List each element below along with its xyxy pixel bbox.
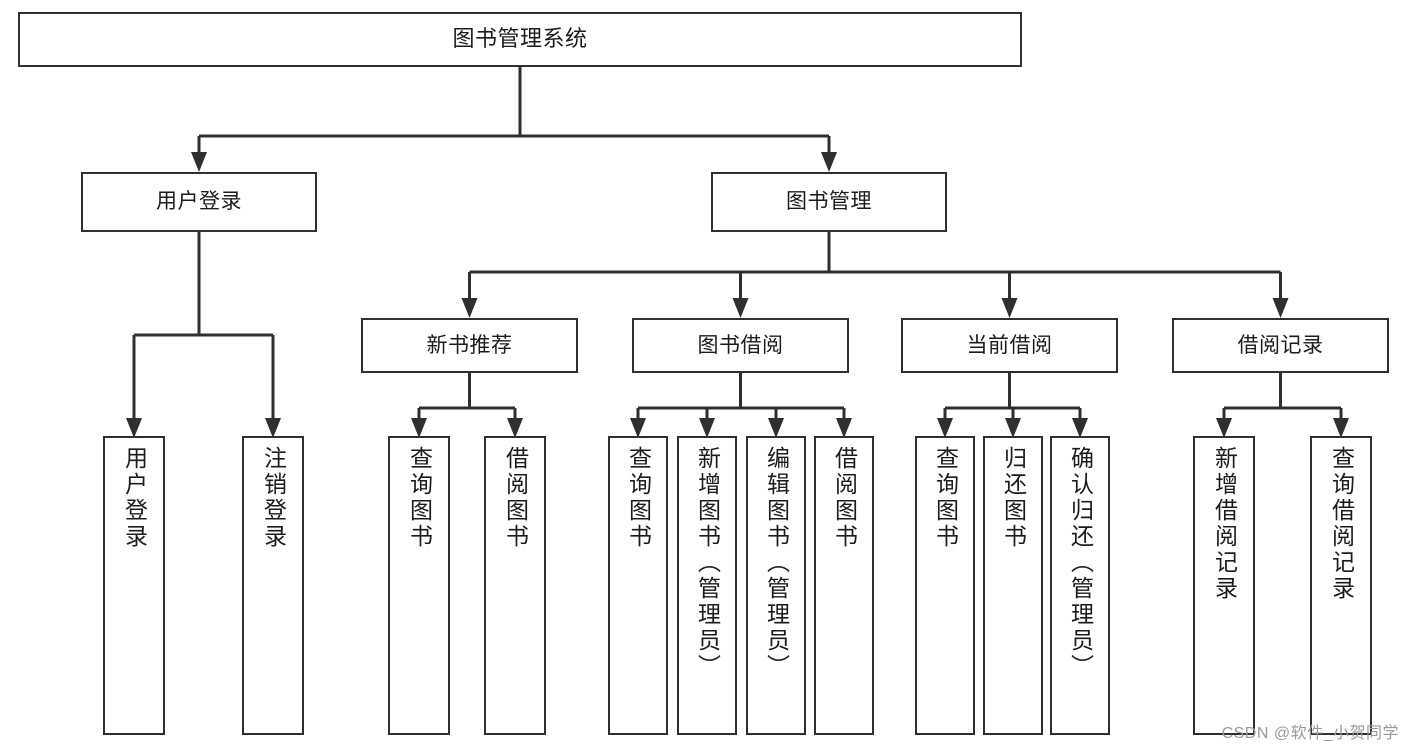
node-leaf-add-borrow-record[interactable]: 新增借阅记录 <box>1193 436 1255 735</box>
node-label: 查询图书 <box>406 446 433 550</box>
node-label: 借阅图书 <box>831 446 858 550</box>
arrowhead-icon <box>507 418 523 438</box>
node-label: 查询图书 <box>932 446 959 550</box>
node-leaf-query-book[interactable]: 查询图书 <box>608 436 668 735</box>
node-book-borrow[interactable]: 图书借阅 <box>632 318 849 373</box>
node-label: 归还图书 <box>1000 446 1027 550</box>
node-label: 图书借阅 <box>697 333 784 357</box>
arrowhead-icon <box>768 418 784 438</box>
node-leaf-confirm-return-admin[interactable]: 确认归还（管理员） <box>1050 436 1110 735</box>
node-label: 新增图书（管理员） <box>694 446 721 680</box>
node-label: 图书管理 <box>786 190 872 214</box>
node-book-manage[interactable]: 图书管理 <box>711 172 947 232</box>
arrowhead-icon <box>1216 418 1232 438</box>
node-leaf-borrow-book-recommend[interactable]: 借阅图书 <box>484 436 546 735</box>
node-leaf-borrow-book[interactable]: 借阅图书 <box>814 436 874 735</box>
arrowhead-icon <box>1001 298 1018 318</box>
node-leaf-query-book-current[interactable]: 查询图书 <box>915 436 975 735</box>
node-label: 编辑图书（管理员） <box>763 446 790 680</box>
node-new-book-recommend[interactable]: 新书推荐 <box>361 318 578 373</box>
node-leaf-user-logout[interactable]: 注销登录 <box>242 436 304 735</box>
node-label: 新书推荐 <box>426 333 513 357</box>
arrowhead-icon <box>461 298 478 318</box>
node-label: 当前借阅 <box>966 333 1053 357</box>
arrowhead-icon <box>836 418 852 438</box>
node-leaf-query-borrow-record[interactable]: 查询借阅记录 <box>1310 436 1372 735</box>
arrowhead-icon <box>265 418 281 438</box>
node-label: 图书管理系统 <box>452 26 588 52</box>
node-leaf-add-book-admin[interactable]: 新增图书（管理员） <box>677 436 737 735</box>
node-label: 查询图书 <box>625 446 652 550</box>
node-root-图书管理系统[interactable]: 图书管理系统 <box>18 12 1022 67</box>
node-leaf-return-book[interactable]: 归还图书 <box>983 436 1043 735</box>
node-label: 新增借阅记录 <box>1211 446 1238 602</box>
arrowhead-icon <box>1333 418 1349 438</box>
node-label: 确认归还（管理员） <box>1067 446 1094 680</box>
arrowhead-icon <box>937 418 953 438</box>
node-leaf-user-login[interactable]: 用户登录 <box>103 436 165 735</box>
node-current-borrow[interactable]: 当前借阅 <box>901 318 1118 373</box>
node-borrow-record[interactable]: 借阅记录 <box>1172 318 1389 373</box>
arrowhead-icon <box>699 418 715 438</box>
node-label: 查询借阅记录 <box>1328 446 1355 602</box>
node-leaf-edit-book-admin[interactable]: 编辑图书（管理员） <box>746 436 806 735</box>
arrowhead-icon <box>821 152 837 172</box>
arrowhead-icon <box>126 418 142 438</box>
node-leaf-query-book-recommend[interactable]: 查询图书 <box>388 436 450 735</box>
node-label: 注销登录 <box>260 446 287 550</box>
arrowhead-icon <box>191 152 207 172</box>
node-label: 用户登录 <box>156 190 242 214</box>
arrowhead-icon <box>1272 298 1289 318</box>
arrowhead-icon <box>1005 418 1021 438</box>
node-label: 借阅记录 <box>1237 333 1324 357</box>
node-user-login[interactable]: 用户登录 <box>81 172 317 232</box>
node-label: 用户登录 <box>121 446 148 550</box>
arrowhead-icon <box>630 418 646 438</box>
arrowhead-icon <box>1072 418 1088 438</box>
arrowhead-icon <box>411 418 427 438</box>
arrowhead-icon <box>732 298 749 318</box>
node-label: 借阅图书 <box>502 446 529 550</box>
